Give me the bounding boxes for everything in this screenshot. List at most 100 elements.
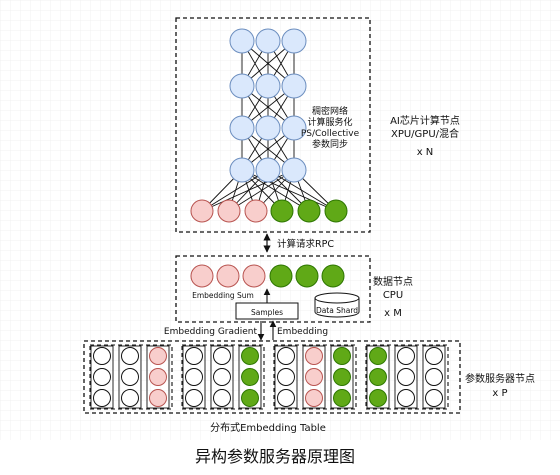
output-neuron	[270, 199, 294, 223]
network-edge	[201, 169, 295, 212]
embedding-entry	[185, 389, 203, 407]
embedding-entry	[333, 368, 351, 386]
ai-node-inner-label-1: 稠密网络	[312, 105, 348, 117]
shard-column	[146, 345, 170, 409]
embedding-entry	[305, 368, 323, 386]
embedding-entry	[333, 347, 351, 365]
embedding-entry	[93, 347, 111, 365]
embedding-node	[190, 264, 214, 288]
ai-node-inner-label-4: 参数同步	[312, 138, 348, 150]
embedding-node	[295, 264, 319, 288]
embedding-entry	[305, 389, 323, 407]
network-edge	[228, 169, 295, 212]
output-neuron	[297, 199, 321, 223]
data-shard-cylinder	[314, 292, 360, 318]
embedding-entry	[425, 389, 443, 407]
embedding-entry	[213, 389, 231, 407]
hidden-neuron	[255, 73, 281, 99]
embedding-entry	[277, 389, 295, 407]
samples-label: Samples	[251, 308, 283, 317]
hidden-neuron	[255, 157, 281, 183]
shard-column	[210, 345, 234, 409]
embedding-entry	[305, 347, 323, 365]
embedding-label: Embedding	[277, 327, 328, 337]
shard-column	[394, 345, 418, 409]
embedding-entry	[241, 368, 259, 386]
network-edge	[201, 169, 269, 212]
embedding-entry	[121, 389, 139, 407]
data-node-count: x M	[384, 308, 402, 319]
shard-column	[422, 345, 446, 409]
embedding-entry	[149, 347, 167, 365]
ai-node-inner-label-3: PS/Collective	[301, 129, 360, 139]
embedding-entry	[185, 347, 203, 365]
hidden-neuron	[229, 73, 255, 99]
embedding-entry	[149, 368, 167, 386]
dense-network-neurons	[190, 28, 348, 223]
samples-box	[235, 302, 299, 320]
embedding-entry	[425, 347, 443, 365]
shard-column	[302, 345, 326, 409]
embedding-entry	[213, 347, 231, 365]
embedding-entry	[277, 368, 295, 386]
diagram-title: 异构参数服务器原理图	[195, 447, 355, 466]
output-neuron	[324, 199, 348, 223]
hidden-neuron	[229, 157, 255, 183]
embedding-node	[242, 264, 266, 288]
embedding-gradient-label: Embedding Gradient	[164, 327, 258, 337]
embedding-entry	[241, 347, 259, 365]
embedding-entry	[93, 368, 111, 386]
data-node-label: 数据节点	[373, 275, 413, 288]
embedding-entry	[121, 368, 139, 386]
shard-column	[366, 345, 390, 409]
embedding-node	[269, 264, 293, 288]
data-shard-label: Data Shard	[316, 306, 358, 315]
hidden-neuron	[255, 115, 281, 141]
embedding-entry	[121, 347, 139, 365]
param-server-label: 参数服务器节点	[465, 372, 535, 385]
ai-node-label: AI芯片计算节点	[390, 114, 460, 127]
embedding-entry	[185, 368, 203, 386]
embedding-entry	[149, 389, 167, 407]
shard-column	[274, 345, 298, 409]
hidden-neuron	[255, 28, 281, 54]
embedding-entry	[397, 347, 415, 365]
embedding-entry	[425, 368, 443, 386]
embedding-sum-label: Embedding Sum	[192, 291, 254, 300]
data-node-hardware-label: CPU	[383, 290, 403, 301]
embedding-node	[321, 264, 345, 288]
hidden-neuron	[229, 28, 255, 54]
embedding-table-label: 分布式Embedding Table	[210, 421, 326, 434]
embedding-node	[216, 264, 240, 288]
hidden-neuron	[281, 28, 307, 54]
shard-box	[273, 344, 357, 410]
embedding-entry	[369, 347, 387, 365]
embedding-entry	[213, 368, 231, 386]
embedding-entry	[369, 368, 387, 386]
shard-column	[330, 345, 354, 409]
shard-column	[118, 345, 142, 409]
embedding-row	[190, 264, 345, 288]
ai-node-box	[175, 17, 371, 233]
ai-node-hardware-label: XPU/GPU/混合	[391, 127, 459, 140]
hidden-neuron	[281, 115, 307, 141]
param-server-count: x P	[492, 388, 507, 399]
embedding-entry	[241, 389, 259, 407]
ai-node-inner-label-2: 计算服务化	[307, 116, 352, 128]
shard-column	[90, 345, 114, 409]
rpc-label: 计算请求RPC	[277, 238, 334, 250]
shard-box	[365, 344, 449, 410]
embedding-entry	[93, 389, 111, 407]
shard-column	[182, 345, 206, 409]
hidden-neuron	[281, 157, 307, 183]
embedding-entry	[397, 389, 415, 407]
shard-box	[89, 344, 173, 410]
embedding-entry	[369, 389, 387, 407]
hidden-neuron	[229, 115, 255, 141]
shard-column	[238, 345, 262, 409]
shard-box	[181, 344, 265, 410]
output-neuron	[190, 199, 214, 223]
hidden-neuron	[281, 73, 307, 99]
embedding-entry	[397, 368, 415, 386]
